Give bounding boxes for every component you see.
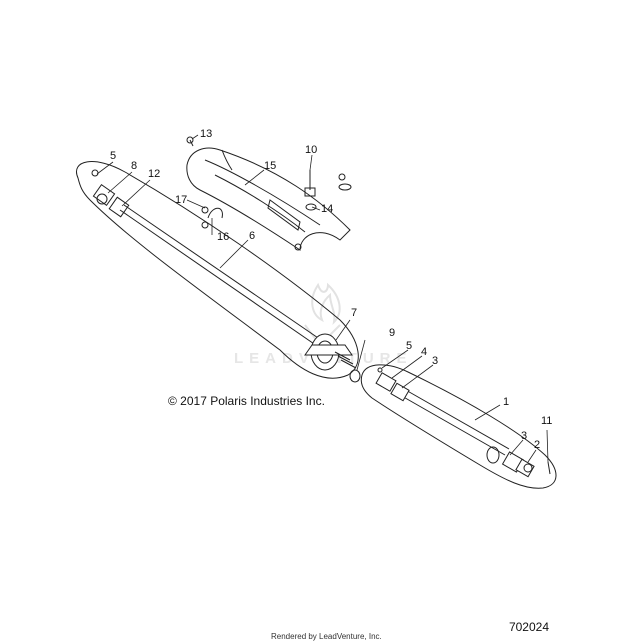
callout-17: 17 [175, 194, 188, 206]
callout-12: 12 [148, 168, 161, 180]
callout-16: 16 [217, 231, 230, 243]
callout-11: 11 [541, 415, 553, 427]
callout-8: 8 [131, 160, 138, 172]
callout-1: 1 [503, 396, 510, 408]
callout-6: 6 [249, 230, 256, 242]
front-drive-shaft [375, 372, 535, 478]
rendered-by-note: Rendered by LeadVenture, Inc. [271, 632, 382, 641]
callout-5: 5 [110, 150, 117, 162]
callout-4: 4 [421, 346, 428, 358]
callout-15: 15 [264, 160, 277, 172]
assembly-outline-rear-shaft [76, 161, 359, 379]
leader-lines [96, 134, 549, 463]
callout-7: 7 [351, 307, 358, 319]
shaft-guard [186, 147, 351, 251]
small-hardware [91, 136, 551, 475]
copyright-notice: © 2017 Polaris Industries Inc. [168, 394, 325, 408]
callout-10: 10 [305, 144, 318, 156]
callout-3: 3 [521, 430, 528, 442]
callout-3: 3 [432, 355, 439, 367]
callout-9: 9 [389, 327, 396, 339]
callout-2: 2 [534, 439, 541, 451]
rear-drive-shaft [92, 183, 357, 371]
callout-14: 14 [321, 203, 334, 215]
callout-13: 13 [200, 128, 213, 140]
callout-5: 5 [406, 340, 413, 352]
figure-id: 702024 [508, 620, 549, 634]
